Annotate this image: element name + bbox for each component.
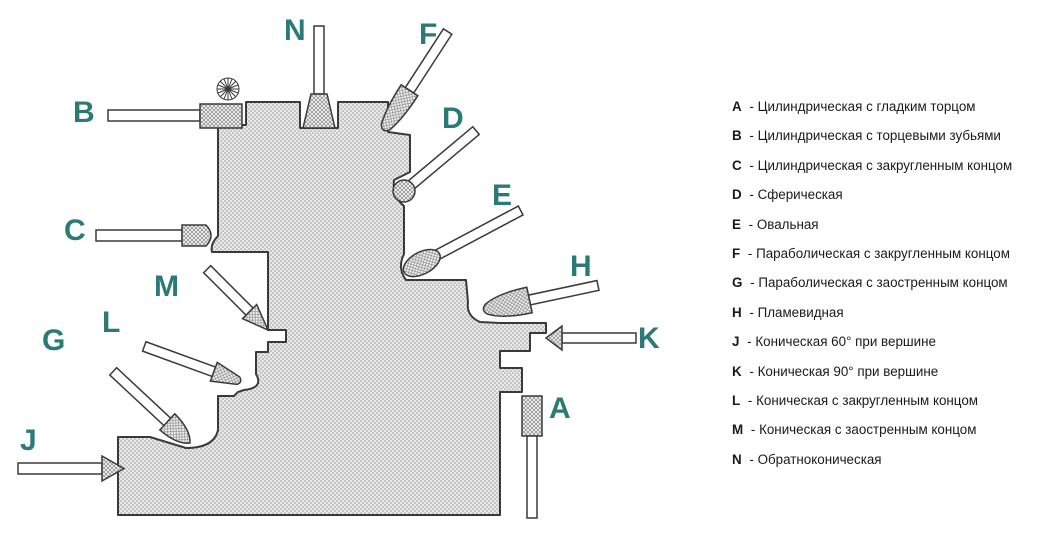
legend-letter: M [732, 422, 744, 438]
legend-letter: N [732, 451, 742, 467]
label-f: F [419, 18, 437, 51]
legend-separator: - [745, 128, 758, 144]
label-b: B [73, 96, 95, 129]
legend-letter: B [732, 128, 742, 144]
legend-item-m: M - Коническая с заостренным концом [732, 422, 1042, 451]
legend-item-k: K - Коническая 90° при вершине [732, 364, 1042, 393]
legend-description: Цилиндрическая с закругленным концом [757, 157, 1013, 173]
legend-letter: F [732, 245, 741, 261]
legend-item-j: J - Коническая 60° при вершине [732, 334, 1042, 363]
legend-description: Цилиндрическая с гладким торцом [757, 99, 976, 114]
legend-separator: - [744, 216, 757, 232]
label-l: L [102, 306, 120, 339]
legend-separator: - [746, 275, 759, 291]
legend-separator: - [744, 392, 757, 408]
legend-item-c: C - Цилиндрическая с закругленным концом [732, 158, 1042, 187]
tool-c-cylinder-rounded-end [95, 224, 212, 247]
legend-separator: - [745, 157, 758, 173]
tool-l-cone-rounded-end [141, 340, 242, 386]
legend-description: Коническая 90° при вершине [757, 363, 939, 379]
legend-item-h: H - Пламевидная [732, 305, 1042, 334]
label-c: C [64, 214, 86, 247]
legend-separator: - [745, 304, 758, 320]
label-h: H [570, 250, 592, 283]
label-n: N [284, 14, 306, 47]
legend-item-e: E - Овальная [732, 217, 1042, 246]
legend-item-f: F - Параболическая с закругленным концом [732, 246, 1042, 275]
tool-n-reverse-cone [302, 25, 336, 129]
tool-m-cone-pointed-end [202, 264, 270, 332]
legend-letter: L [732, 392, 741, 408]
tool-d-spherical [392, 125, 481, 203]
label-e: E [492, 179, 512, 212]
legend-separator: - [743, 334, 756, 350]
tool-h-flame [482, 279, 600, 317]
legend-description: Пламевидная [757, 304, 844, 320]
legend-item-a: A - Цилиндрическая с гладким торцом [732, 99, 1042, 128]
label-j: J [20, 424, 37, 457]
tool-e-oval [402, 205, 525, 278]
workpiece [117, 101, 547, 516]
legend-letter: A [732, 99, 742, 114]
label-g: G [42, 324, 65, 357]
label-a: A [549, 392, 571, 425]
legend-item-g: G - Параболическая с заостренным концом [732, 275, 1042, 304]
tool-j-cone-60 [17, 454, 126, 483]
end-teeth-view-icon [216, 77, 240, 101]
legend-description: Сферическая [757, 187, 843, 203]
legend-item-l: L - Коническая с закругленным концом [732, 393, 1042, 422]
legend-description: Цилиндрическая с торцевыми зубьями [757, 128, 1001, 144]
tool-g-parabolic-pointed-end [108, 366, 191, 444]
legend-item-d: D - Сферическая [732, 187, 1042, 216]
tool-f-parabolic-rounded-end [380, 27, 453, 132]
legend-description: Параболическая с закругленным концом [756, 245, 1010, 261]
legend: A - Цилиндрическая с гладким торцом B - … [732, 99, 1042, 481]
legend-letter: H [732, 304, 742, 320]
legend-item-b: B - Цилиндрическая с торцевыми зубьями [732, 128, 1042, 157]
legend-separator: - [744, 245, 757, 261]
legend-letter: E [732, 216, 741, 232]
legend-letter: D [732, 187, 742, 203]
label-m: M [154, 270, 179, 303]
legend-description: Овальная [756, 216, 819, 232]
label-d: D [442, 102, 464, 135]
label-k: K [638, 322, 660, 355]
legend-letter: G [732, 275, 743, 291]
tool-a-cylinder-plain-end [521, 395, 543, 519]
legend-letter: K [732, 363, 742, 379]
legend-description: Обратноконическая [757, 451, 882, 467]
legend-item-n: N - Обратноконическая [732, 452, 1042, 481]
legend-letter: J [732, 334, 740, 350]
tool-b-cylinder-end-teeth [107, 103, 243, 129]
legend-separator: - [745, 363, 758, 379]
legend-description: Параболическая с заостренным концом [758, 275, 1008, 291]
legend-separator: - [745, 99, 758, 114]
tool-k-cone-90 [544, 324, 637, 352]
legend-separator: - [747, 422, 760, 438]
legend-letter: C [732, 157, 742, 173]
legend-separator: - [745, 451, 758, 467]
legend-description: Коническая с заостренным концом [759, 422, 977, 438]
legend-description: Коническая 60° при вершине [755, 334, 936, 350]
legend-separator: - [745, 187, 758, 203]
legend-description: Коническая с закругленным концом [756, 392, 978, 408]
